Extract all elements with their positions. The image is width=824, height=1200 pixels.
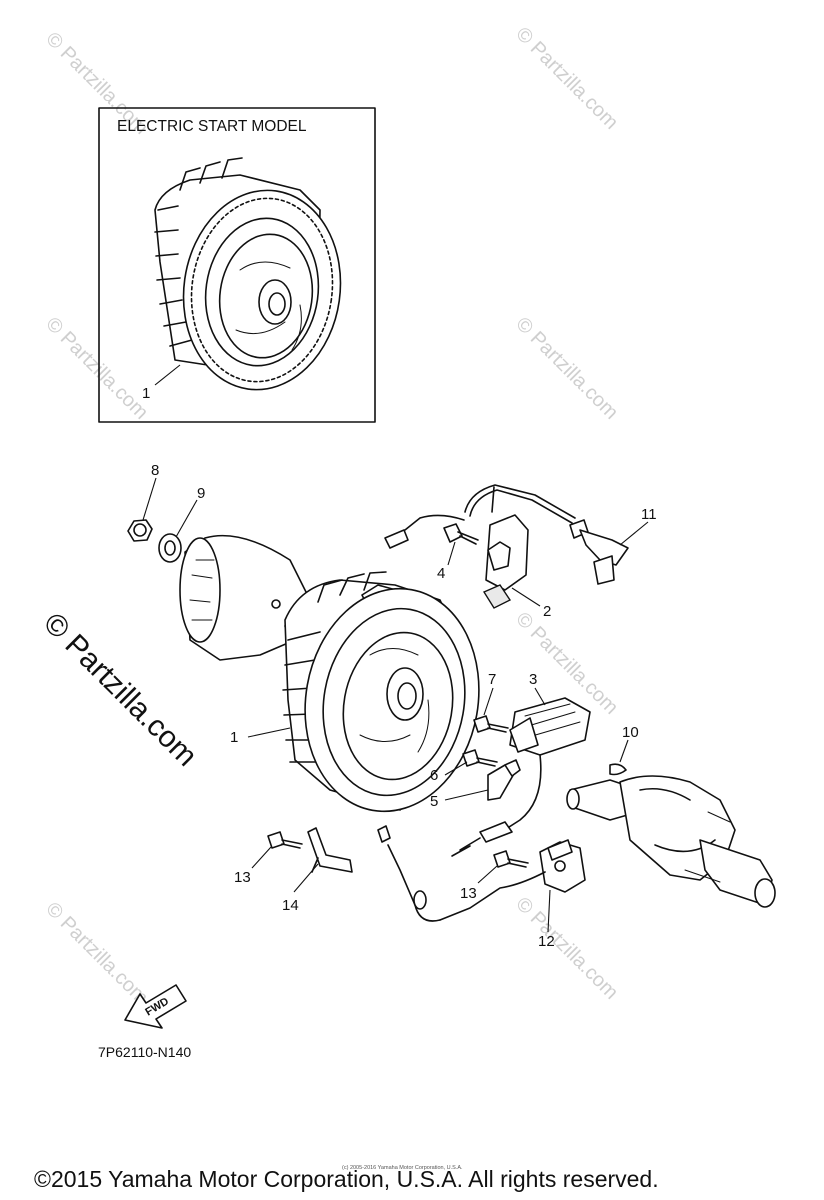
watermark-bottom-left: © Partzilla.com	[41, 898, 152, 1009]
small-copyright: (c) 2005-2016 Yamaha Motor Corporation, …	[342, 1165, 463, 1171]
leader-12	[547, 889, 551, 933]
leader-9	[175, 499, 198, 538]
magneto-drum	[179, 534, 311, 661]
callout-washer: 9	[197, 485, 205, 502]
watermark-top-right: © Partzilla.com	[511, 23, 622, 134]
watermark-mid-right: © Partzilla.com	[511, 313, 622, 424]
callout-rectifier: 3	[529, 671, 537, 688]
nut-part	[127, 519, 153, 542]
leader-inset-1	[154, 364, 181, 386]
leader-13a	[251, 846, 272, 869]
callout-rectifier-bolt: 7	[488, 671, 496, 688]
diagram-code: 7P62110-N140	[98, 1044, 191, 1060]
inset-title: ELECTRIC START MODEL	[117, 118, 307, 135]
leader-4	[447, 541, 456, 566]
coil-bolt	[443, 523, 479, 545]
callout-pulser-coil: 12	[538, 933, 555, 950]
bracket	[307, 827, 353, 873]
rectifier	[451, 697, 591, 857]
callout-key: 10	[622, 724, 639, 741]
woodruff-key	[609, 763, 627, 776]
callout-flywheel: 1	[230, 729, 238, 746]
leader-3	[534, 687, 546, 706]
flywheel-electric-start	[154, 157, 342, 391]
callout-clamp: 5	[430, 793, 438, 810]
wire-clamp	[487, 759, 521, 801]
fwd-arrow-icon: FWD	[124, 984, 187, 1029]
callout-bolt-13b: 13	[460, 885, 477, 902]
leader-10	[619, 739, 629, 763]
callout-ignition-coil: 2	[543, 603, 551, 620]
crankshaft	[566, 775, 776, 908]
callout-bolt-13a: 13	[234, 869, 251, 886]
leader-2	[511, 587, 541, 607]
pulser-coil	[377, 825, 586, 922]
rectifier-bolt	[473, 715, 509, 733]
inset-electric-start: ELECTRIC START MODEL 1	[98, 107, 376, 423]
copyright-notice: ©2015 Yamaha Motor Corporation, U.S.A. A…	[34, 1166, 659, 1192]
inset-frame	[98, 107, 376, 423]
callout-bracket: 14	[282, 897, 299, 914]
spark-plug-cap	[569, 519, 629, 585]
washer-part	[158, 533, 182, 563]
clamp-bolt	[462, 749, 498, 767]
leader-11	[619, 521, 649, 546]
leader-13b	[477, 865, 498, 884]
callout-clamp-bolt: 6	[430, 767, 438, 784]
leader-14	[293, 863, 319, 893]
leader-8	[142, 477, 157, 521]
watermark-large: © Partzilla.com	[37, 607, 203, 773]
leader-6	[444, 761, 468, 776]
flywheel-main	[282, 571, 480, 813]
callout-plug-cap: 11	[641, 506, 657, 523]
leader-7	[483, 687, 494, 716]
ignition-coil	[384, 484, 576, 609]
watermark-mid-left: © Partzilla.com	[41, 313, 152, 424]
callout-nut: 8	[151, 462, 159, 479]
callout-coil-bolt: 4	[437, 565, 445, 582]
pulser-bolt	[493, 850, 529, 868]
callout-inset-flywheel: 1	[142, 385, 150, 402]
watermark-bottom-right: © Partzilla.com	[511, 893, 622, 1004]
bracket-bolt	[267, 831, 303, 849]
leader-1	[247, 727, 291, 738]
leader-5	[444, 789, 489, 801]
